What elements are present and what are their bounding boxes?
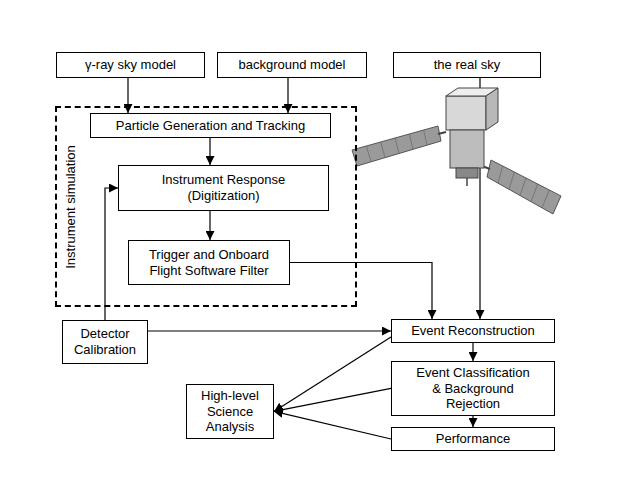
process-box: Detector Calibration xyxy=(62,320,148,364)
box-label: γ-ray sky model xyxy=(85,57,176,73)
process-box: Event Classification & Background Reject… xyxy=(391,361,555,416)
box-label: the real sky xyxy=(434,57,500,73)
flow-arrow xyxy=(148,330,391,331)
flow-arrow xyxy=(274,388,391,411)
simulation-group: Instrument simulation Particle Generation… xyxy=(55,106,357,307)
panel-grid xyxy=(531,184,538,202)
process-box: Event Reconstruction xyxy=(391,319,555,343)
panel-grid xyxy=(542,190,549,208)
model-box: γ-ray sky model xyxy=(56,52,205,78)
box-label: Event Reconstruction xyxy=(411,323,535,339)
process-box: Instrument Response (Digitization) xyxy=(118,165,329,211)
source-box: the real sky xyxy=(393,52,541,78)
box-label: Instrument Response (Digitization) xyxy=(149,172,299,203)
flow-arrow xyxy=(472,416,473,427)
solar-panel xyxy=(352,126,441,166)
panel-grid xyxy=(509,172,514,189)
panel-grid xyxy=(498,166,503,183)
group-label: Instrument simulation xyxy=(63,145,79,269)
flow-arrow xyxy=(209,211,210,240)
flow-arrow xyxy=(209,138,210,165)
flow-arrow xyxy=(274,411,391,439)
model-box: background model xyxy=(217,52,367,78)
panel-grid xyxy=(381,142,385,158)
box-label: background model xyxy=(239,57,346,73)
flow-arrow xyxy=(472,343,473,361)
satellite xyxy=(352,88,561,214)
box-label: Detector Calibration xyxy=(68,326,142,357)
process-box: Performance xyxy=(391,427,555,451)
box-label: Trigger and Onboard Flight Software Filt… xyxy=(139,247,279,278)
box-label: High-level Science Analysis xyxy=(192,388,268,435)
flow-arrow xyxy=(274,337,391,411)
panel-grid xyxy=(409,134,413,149)
satellite-body xyxy=(446,96,486,130)
box-label: Performance xyxy=(436,431,510,447)
flow-arrow xyxy=(105,188,118,320)
process-box: Trigger and Onboard Flight Software Filt… xyxy=(128,240,290,285)
box-label: Event Classification & Background Reject… xyxy=(411,365,536,412)
process-box: High-level Science Analysis xyxy=(186,384,274,439)
panel-grid xyxy=(395,138,399,154)
box-label: Particle Generation and Tracking xyxy=(116,118,305,134)
process-box: Particle Generation and Tracking xyxy=(90,113,331,138)
solar-panel xyxy=(487,160,561,214)
panel-grid xyxy=(520,178,526,196)
panel-grid xyxy=(424,130,427,145)
flow-arrow xyxy=(290,263,432,320)
panel-grid xyxy=(366,146,371,162)
